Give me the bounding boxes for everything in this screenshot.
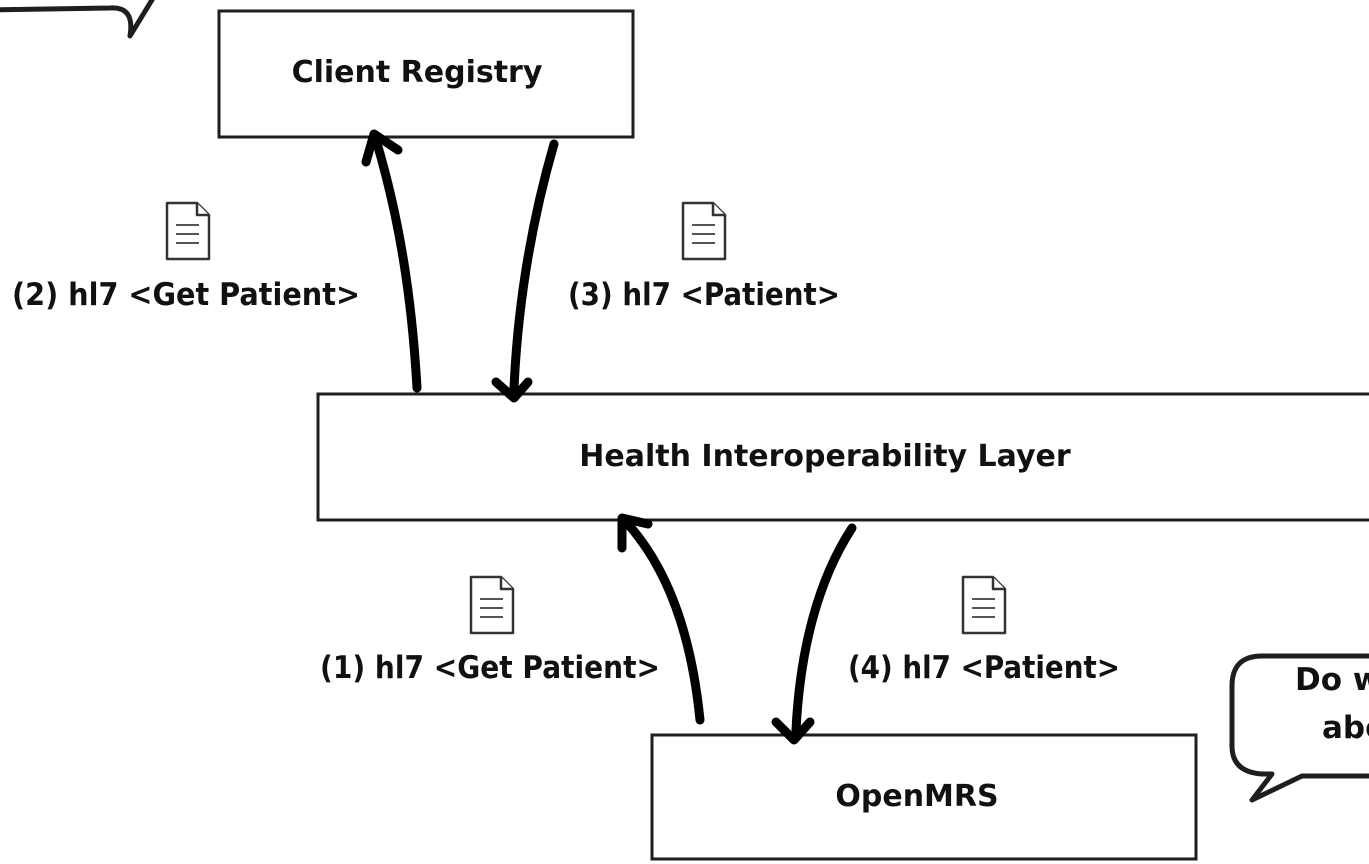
callout-bubble-top-left bbox=[0, 0, 155, 39]
client-registry-label: Client Registry bbox=[292, 55, 543, 90]
message-label-3: (3) hl7 <Patient> bbox=[568, 277, 840, 313]
callout-text-line1: Do w bbox=[1295, 662, 1369, 698]
hil-label: Health Interoperability Layer bbox=[579, 439, 1071, 474]
message-label-2: (2) hl7 <Get Patient> bbox=[12, 277, 360, 313]
document-icon bbox=[961, 575, 1007, 635]
arrow-1-get-patient bbox=[617, 513, 705, 725]
callout-text-line2: abo bbox=[1322, 710, 1369, 746]
message-label-4: (4) hl7 <Patient> bbox=[848, 650, 1120, 686]
document-icon bbox=[469, 575, 515, 635]
callout-bubble-right bbox=[1229, 653, 1369, 803]
arrow-3-patient bbox=[491, 139, 559, 403]
openmrs-box[interactable] bbox=[650, 733, 1198, 861]
message-label-1: (1) hl7 <Get Patient> bbox=[320, 650, 660, 686]
document-icon bbox=[165, 201, 211, 261]
document-icon bbox=[681, 201, 727, 261]
client-registry-box[interactable] bbox=[217, 9, 635, 139]
arrow-2-get-patient bbox=[361, 129, 422, 393]
openmrs-label: OpenMRS bbox=[835, 779, 998, 814]
arrow-4-patient bbox=[771, 523, 857, 745]
hil-box[interactable] bbox=[316, 392, 1369, 522]
